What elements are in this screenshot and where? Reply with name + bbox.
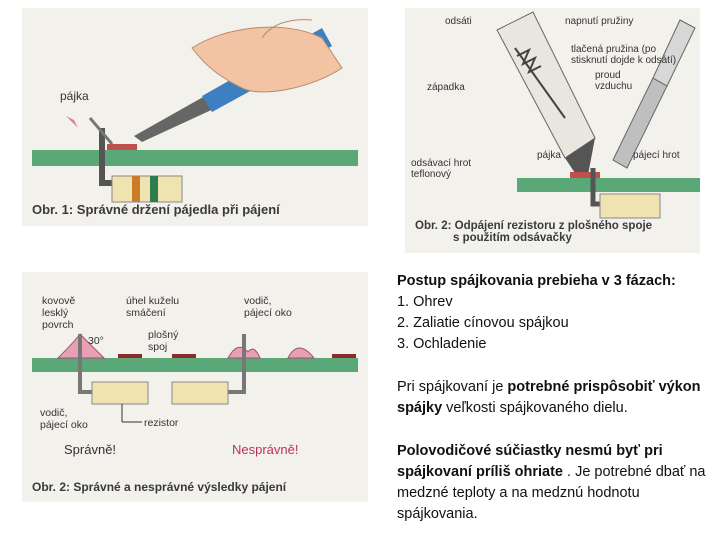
soldering-grip-illustration: pájka: [32, 19, 358, 203]
phase-item: 3. Ochladenie: [397, 336, 487, 352]
label-spring-tension: napnutí pružiny: [565, 16, 633, 27]
pcb-board: [32, 358, 358, 372]
label-pcb: plošný: [148, 329, 179, 341]
label-wetting-angle: úhel kuželu: [126, 295, 179, 307]
semiconductor-paragraph: Polovodičové súčiastky nesmú byť pri spá…: [397, 443, 706, 522]
svg-text:smáčení: smáčení: [126, 307, 166, 319]
phases-heading: Postup spájkovania prebieha v 3 fázach:: [397, 273, 676, 289]
figure-soldering-grip: pájka Obr. 1: Správné držení pájedla při…: [22, 8, 368, 226]
pump-spring: [514, 47, 566, 119]
power-emphasis: potrebné prispôsobiť výkon spájky: [397, 379, 701, 416]
svg-text:spoj: spoj: [148, 341, 167, 353]
figure1-caption: Obr. 1: Správné držení pájedla při pájen…: [32, 202, 280, 217]
figure3-caption: Obr. 2: Správné a nesprávné výsledky páj…: [32, 480, 287, 494]
solder-results-illustration: kovově lesklý povrch úhel kuželu smáčení…: [32, 295, 358, 457]
label-solder: pájka: [537, 150, 561, 161]
label-resistor: rezistor: [144, 417, 179, 429]
arrow-icon: [66, 116, 78, 128]
svg-text:pájecí oko: pájecí oko: [40, 419, 88, 431]
phase-item: 2. Zaliatie cínovou spájkou: [397, 315, 569, 331]
figure-solder-results: kovově lesklý povrch úhel kuželu smáčení…: [22, 272, 368, 502]
label-incorrect: Nesprávně!: [232, 442, 298, 457]
svg-text:vzduchu: vzduchu: [595, 81, 632, 92]
pcb-board: [32, 150, 358, 166]
svg-text:teflonový: teflonový: [411, 169, 451, 180]
label-correct: Správně!: [64, 442, 116, 457]
solder-joint-bad-2: [287, 347, 316, 359]
label-conductor: vodič,: [244, 295, 271, 307]
soldering-phases: Postup spájkovania prebieha v 3 fázach: …: [397, 271, 707, 355]
label-solder: pájka: [60, 89, 89, 103]
phase-item: 1. Ohrev: [397, 294, 453, 310]
solder-pad: [107, 144, 137, 150]
label-trigger: odsáti: [445, 16, 472, 27]
label-shiny: kovově: [42, 295, 75, 307]
figure-desoldering-pump: odsáti napnutí pružiny tlačená pružina (…: [405, 8, 700, 253]
resistor-right: [171, 381, 229, 405]
semiconductor-emphasis: Polovodičové súčiastky nesmú byť pri spá…: [397, 443, 663, 480]
label-iron-tip: pájecí hrot: [633, 150, 680, 161]
resistor-left: [91, 381, 149, 405]
iron-shaft: [134, 92, 220, 142]
svg-text:lesklý: lesklý: [42, 307, 69, 319]
pcb-board: [517, 178, 700, 192]
label-angle-value: 30°: [88, 335, 104, 347]
svg-text:pájecí oko: pájecí oko: [244, 307, 292, 319]
label-air-flow: proud: [595, 70, 621, 81]
desoldering-pump-illustration: odsáti napnutí pružiny tlačená pružina (…: [411, 11, 700, 219]
teflon-tip: [565, 138, 595, 182]
svg-text:povrch: povrch: [42, 319, 74, 331]
solder-wire: [88, 117, 114, 145]
label-latch: západka: [427, 82, 465, 93]
figure2-caption: Obr. 2: Odpájení rezistoru z plošného sp…: [415, 220, 653, 244]
label-spring-compressed: tlačená pružina (po: [571, 44, 656, 55]
resistor-body: [111, 175, 183, 203]
hand: [191, 26, 343, 93]
resistor-body: [599, 193, 661, 219]
svg-text:stisknutí dojde k odsátí): stisknutí dojde k odsátí): [571, 55, 676, 66]
power-paragraph: Pri spájkovaní je potrebné prispôsobiť v…: [397, 379, 701, 416]
label-lead: vodič,: [40, 407, 67, 419]
pump-body: [496, 11, 596, 159]
label-suction-tip: odsávací hrot: [411, 158, 471, 169]
